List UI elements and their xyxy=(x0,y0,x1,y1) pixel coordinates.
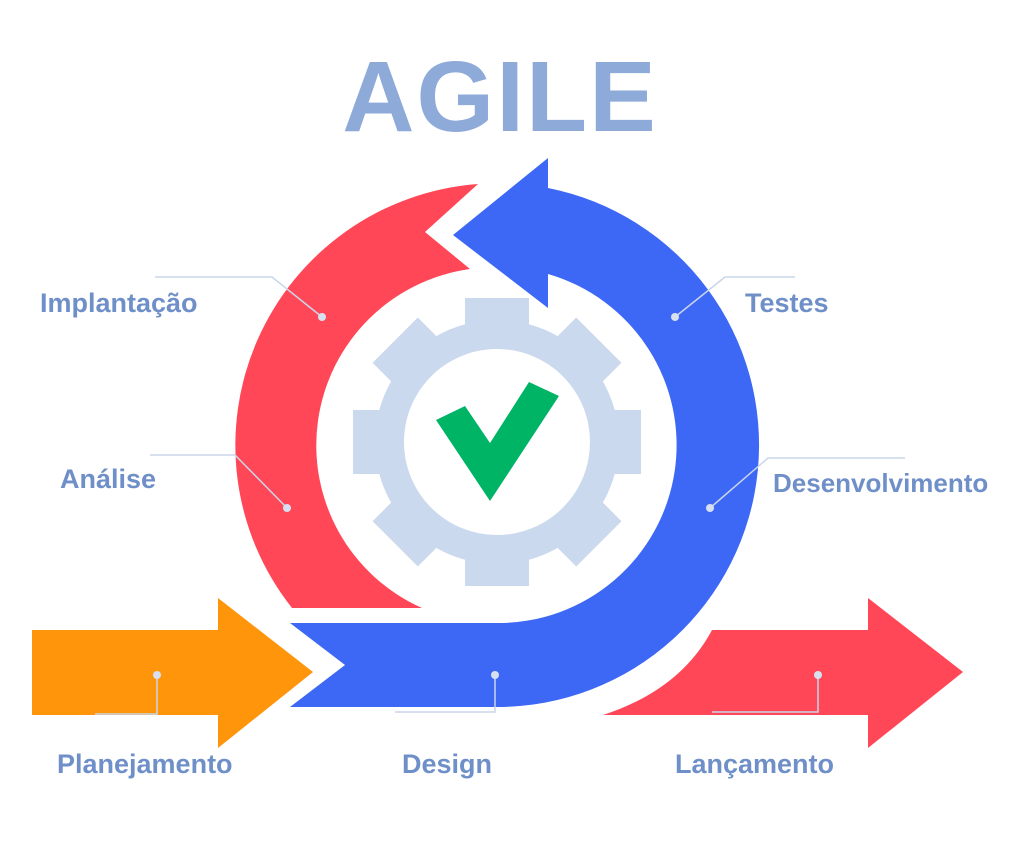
label-testes: Testes xyxy=(745,288,829,318)
gear-tooth xyxy=(353,410,393,474)
lancamento-arrow xyxy=(603,598,963,748)
connector-dots xyxy=(153,313,822,679)
connector-lines xyxy=(95,276,905,715)
planejamento-arrow xyxy=(32,598,313,748)
gear-tooth xyxy=(601,410,641,474)
analise-implantacao-arc-arrow xyxy=(235,184,478,608)
gear-tooth xyxy=(372,492,447,567)
label-analise: Análise xyxy=(60,464,157,494)
design-desenvolvimento-testes-arc-arrow xyxy=(290,158,760,708)
label-lancamento: Lançamento xyxy=(675,749,835,779)
label-desenvolvimento: Desenvolvimento xyxy=(773,468,989,498)
checkmark-icon xyxy=(436,382,559,501)
diagram-title: AGILE xyxy=(342,41,658,153)
label-planejamento: Planejamento xyxy=(57,749,233,779)
gear-tooth xyxy=(372,317,447,392)
gear-tooth xyxy=(547,317,622,392)
label-implantacao: Implantação xyxy=(40,288,198,318)
gear-tooth xyxy=(465,546,529,586)
gear-tooth xyxy=(547,492,622,567)
gear-tooth xyxy=(465,298,529,338)
label-design: Design xyxy=(402,749,493,779)
